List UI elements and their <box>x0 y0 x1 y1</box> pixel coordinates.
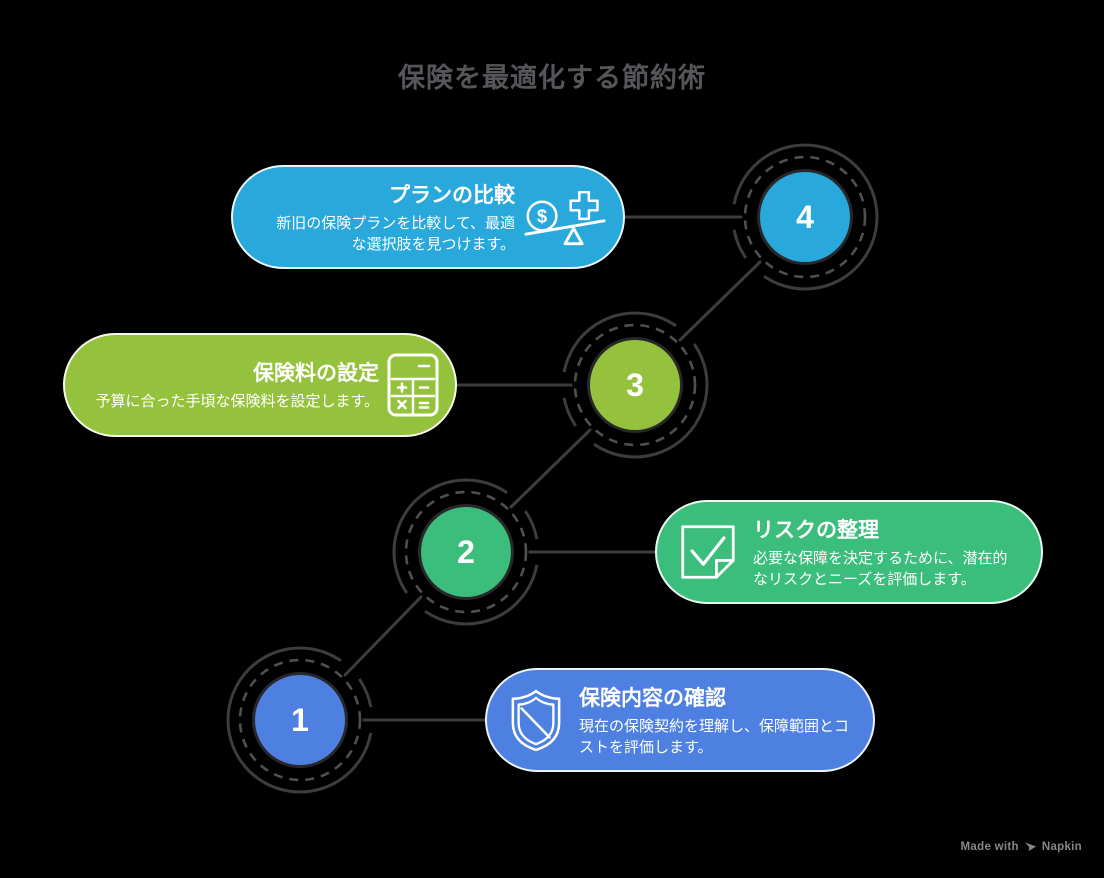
card-title: プランの比較 <box>389 184 515 208</box>
watermark-prefix: Made with <box>960 841 1019 853</box>
step-node-2: 2 <box>418 504 514 600</box>
card-title: 保険内容の確認 <box>579 687 726 711</box>
card-title: 保険料の設定 <box>253 362 379 386</box>
page-title: 保険を最適化する節約術 <box>398 63 706 93</box>
watermark-brand: Napkin <box>1041 841 1082 853</box>
step-card-4: プランの比較 新旧の保険プランを比較して、最適な選択肢を見つけます。 $ <box>231 165 625 269</box>
step-card-3: 保険料の設定 予算に合った手頃な保険料を設定します。 <box>63 333 457 437</box>
step-number: 1 <box>291 701 309 738</box>
card-title: リスクの整理 <box>753 519 879 543</box>
card-description: 予算に合った手頃な保険料を設定します。 <box>95 393 379 411</box>
calculator-icon <box>387 353 439 417</box>
step-card-2: リスクの整理 必要な保障を決定するために、潜在的なリスクとニーズを評価します。 <box>655 500 1043 604</box>
step-node-4: 4 <box>757 169 853 265</box>
step-number: 3 <box>626 366 644 403</box>
card-description: 新旧の保険プランを比較して、最適な選択肢を見つけます。 <box>276 215 515 253</box>
card-description: 現在の保険契約を理解し、保障範囲とコストを評価します。 <box>579 718 850 756</box>
scale-icon: $ <box>523 184 607 250</box>
note-check-icon <box>679 523 737 581</box>
step-node-3: 3 <box>587 337 683 433</box>
made-with-napkin-watermark: Made with Napkin <box>961 841 1082 853</box>
card-description: 必要な保障を決定するために、潜在的なリスクとニーズを評価します。 <box>753 550 1008 588</box>
svg-text:$: $ <box>537 207 547 227</box>
step-number: 4 <box>796 198 814 235</box>
step-node-1: 1 <box>252 672 348 768</box>
step-number: 2 <box>457 533 475 570</box>
napkin-logo-icon <box>1024 842 1036 852</box>
shield-icon <box>509 688 563 752</box>
step-card-1: 保険内容の確認 現在の保険契約を理解し、保障範囲とコストを評価します。 <box>485 668 875 772</box>
